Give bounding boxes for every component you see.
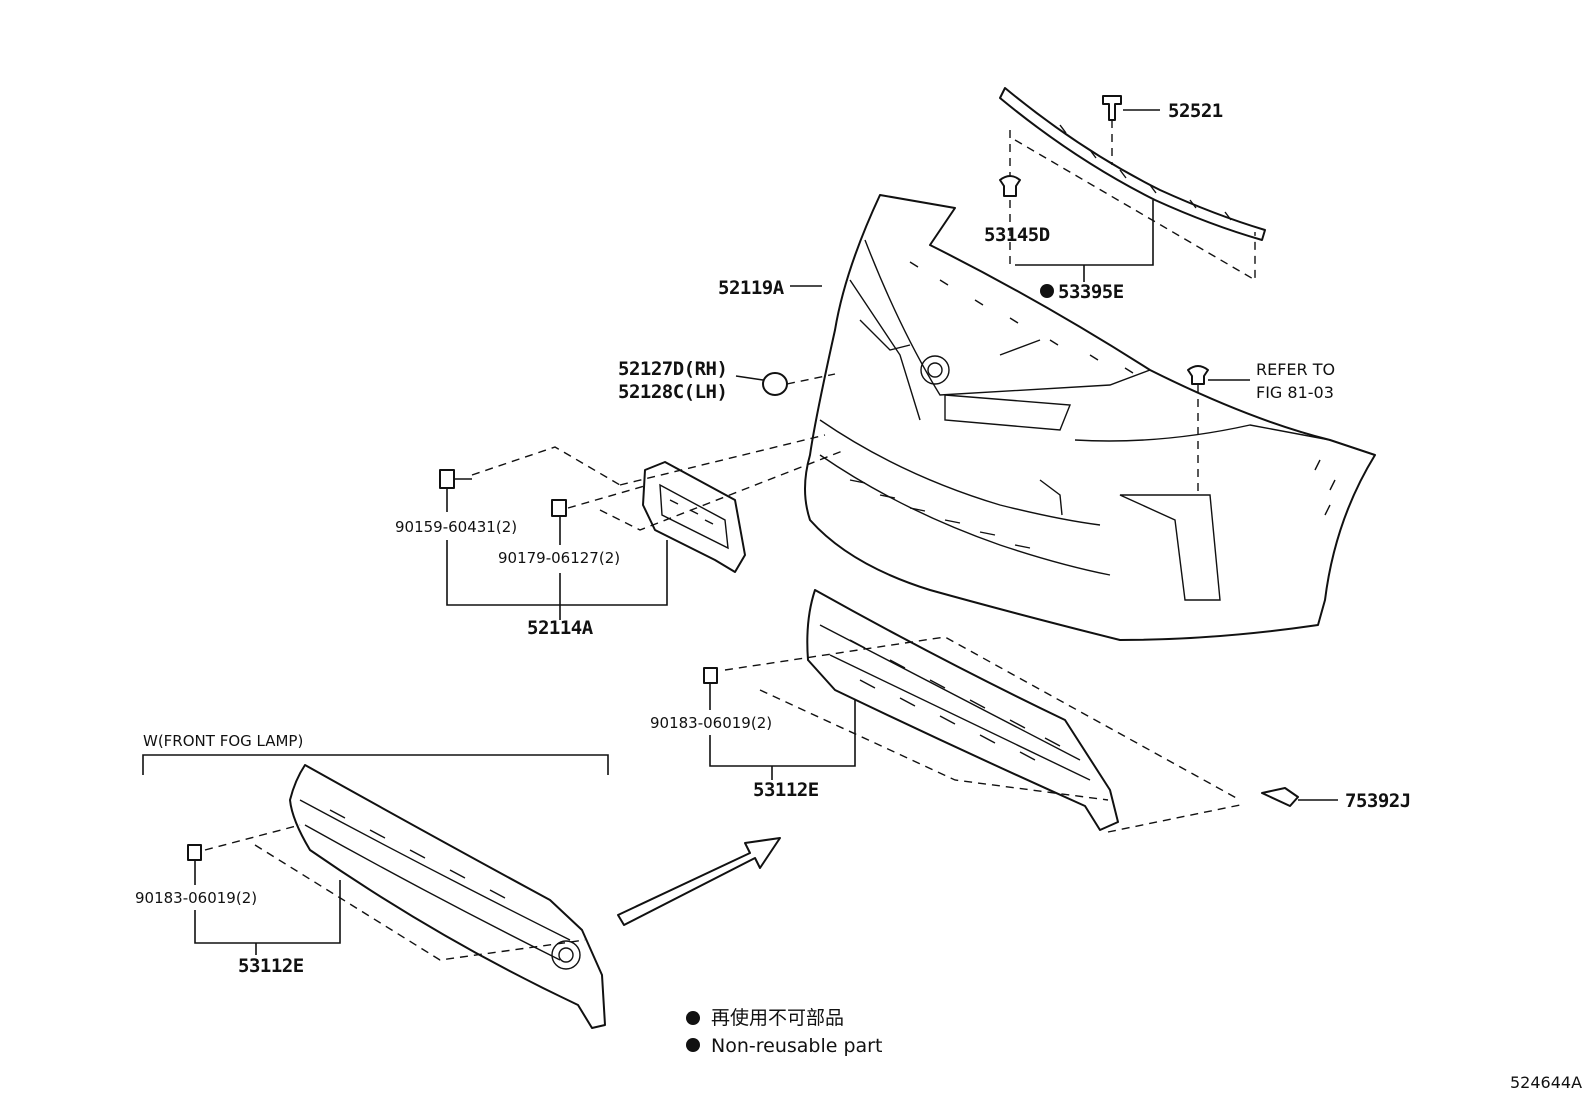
legend-dot-icon-1 <box>686 1011 700 1025</box>
clip-90183-lower <box>187 844 202 885</box>
figure-id: 524644A <box>1510 1073 1582 1092</box>
label-53145D: 53145D <box>984 224 1050 246</box>
arrow-icon <box>617 837 781 926</box>
upper-moulding <box>999 87 1266 282</box>
label-53395E: 53395E <box>1058 281 1124 303</box>
label-52128C: 52128C(LH) <box>618 381 727 403</box>
label-52119A: 52119A <box>718 277 785 299</box>
bolt-90159 <box>439 434 826 512</box>
bumper-cover <box>804 194 1376 641</box>
label-refer-1: REFER TO <box>1256 360 1335 379</box>
label-53112E-upper: 53112E <box>753 779 819 801</box>
legend-dot-icon-2 <box>686 1038 700 1052</box>
label-52521: 52521 <box>1168 100 1223 122</box>
label-90183-lower: 90183-06019(2) <box>135 889 257 907</box>
bracket-53112E-upper <box>709 700 856 767</box>
legend-japanese: 再使用不可部品 <box>711 1007 844 1029</box>
bracket-53112E-lower <box>194 880 341 944</box>
label-90159: 90159-60431(2) <box>395 518 517 536</box>
clip-52521 <box>1102 95 1160 165</box>
bracket-53395E <box>1015 200 1154 266</box>
label-90179: 90179-06127(2) <box>498 549 620 567</box>
nut-90179 <box>551 449 846 545</box>
lower-grille <box>204 764 606 1029</box>
label-90183-upper: 90183-06019(2) <box>650 714 772 732</box>
license-bracket <box>642 461 746 573</box>
label-53112E-lower: 53112E <box>238 955 304 977</box>
label-variant: W(FRONT FOG LAMP) <box>143 732 303 750</box>
label-refer-2: FIG 81-03 <box>1256 383 1334 402</box>
cap-52127D <box>735 372 836 396</box>
clip-53145D <box>999 175 1021 197</box>
bracket-52114A <box>446 540 668 606</box>
upper-grille <box>724 589 1241 833</box>
legend-english: Non-reusable part <box>711 1035 882 1057</box>
label-52127D: 52127D(RH) <box>618 358 727 380</box>
clip-75392J <box>1261 787 1338 807</box>
non-reusable-dot-icon <box>1040 284 1054 298</box>
clip-90183-upper <box>703 667 718 710</box>
clip-refer <box>1187 365 1250 495</box>
label-75392J: 75392J <box>1345 790 1411 812</box>
variant-bracket <box>142 754 609 775</box>
label-52114A: 52114A <box>527 617 594 639</box>
